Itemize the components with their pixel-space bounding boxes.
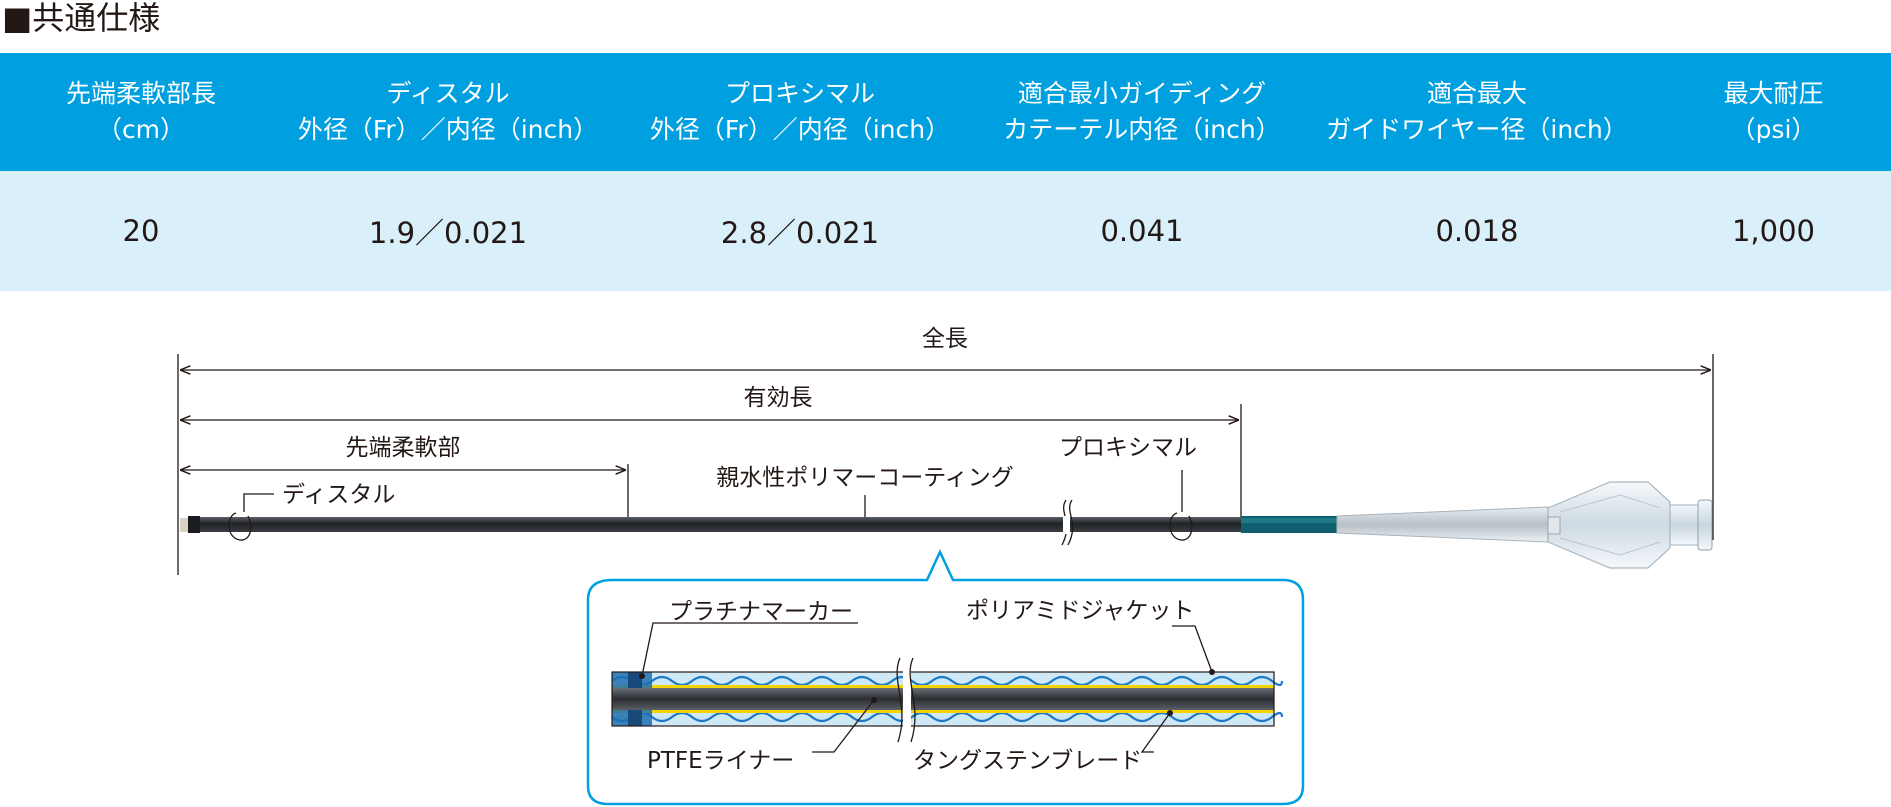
header-cell: 適合最小ガイディング カテーテル内径（inch） <box>1003 79 1281 144</box>
header-cell: 適合最大 ガイドワイヤー径（inch） <box>1326 79 1628 144</box>
tungsten-braid-label: タングステンブレード <box>913 748 1142 774</box>
distal-label: ディスタル <box>282 482 395 508</box>
dimension-lines <box>177 354 1714 575</box>
value-cell: 1,000 <box>1731 214 1816 248</box>
value-cell: 1.9／0.021 <box>368 216 528 250</box>
header-cell: 先端柔軟部長 （cm） <box>65 79 216 144</box>
ptfe-liner-label: PTFEライナー <box>647 748 794 774</box>
effective-length-label: 有効長 <box>744 385 813 411</box>
cross-section <box>611 671 1284 727</box>
polyamide-jacket-label: ポリアミドジャケット <box>966 598 1194 624</box>
leader-lines <box>243 470 1183 520</box>
proximal-label: プロキシマル <box>1059 435 1197 461</box>
header-cell: 最大耐圧 （psi） <box>1723 79 1824 144</box>
table-row: 20 1.9／0.021 2.8／0.021 0.041 0.018 1,000 <box>0 171 1891 291</box>
page-title: ■共通仕様 <box>2 0 161 37</box>
leader-dots <box>639 669 1215 716</box>
catheter-shaft <box>180 516 1337 533</box>
catheter-hub <box>1547 481 1713 569</box>
strain-relief <box>1336 506 1549 543</box>
total-length-label: 全長 <box>922 326 968 352</box>
inset-leaders <box>641 622 1213 753</box>
value-cell: 0.018 <box>1435 214 1519 248</box>
rotation-marks <box>228 512 1193 541</box>
spec-table: 先端柔軟部長 （cm） ディスタル 外径（Fr）／内径（inch） プロキシマル… <box>0 53 1891 291</box>
coating-label: 親水性ポリマーコーティング <box>716 465 1014 491</box>
value-cell: 0.041 <box>1100 214 1184 248</box>
value-cell: 2.8／0.021 <box>720 216 880 250</box>
value-cell: 20 <box>122 214 160 248</box>
flexible-tip-label: 先端柔軟部 <box>346 435 461 461</box>
table-header-row: 先端柔軟部長 （cm） ディスタル 外径（Fr）／内径（inch） プロキシマル… <box>0 53 1891 171</box>
section-break-mark <box>896 657 916 743</box>
platinum-marker-label: プラチナマーカー <box>669 599 853 625</box>
header-cell: ディスタル 外径（Fr）／内径（inch） <box>297 79 599 144</box>
header-cell: プロキシマル 外径（Fr）／内径（inch） <box>649 79 951 144</box>
